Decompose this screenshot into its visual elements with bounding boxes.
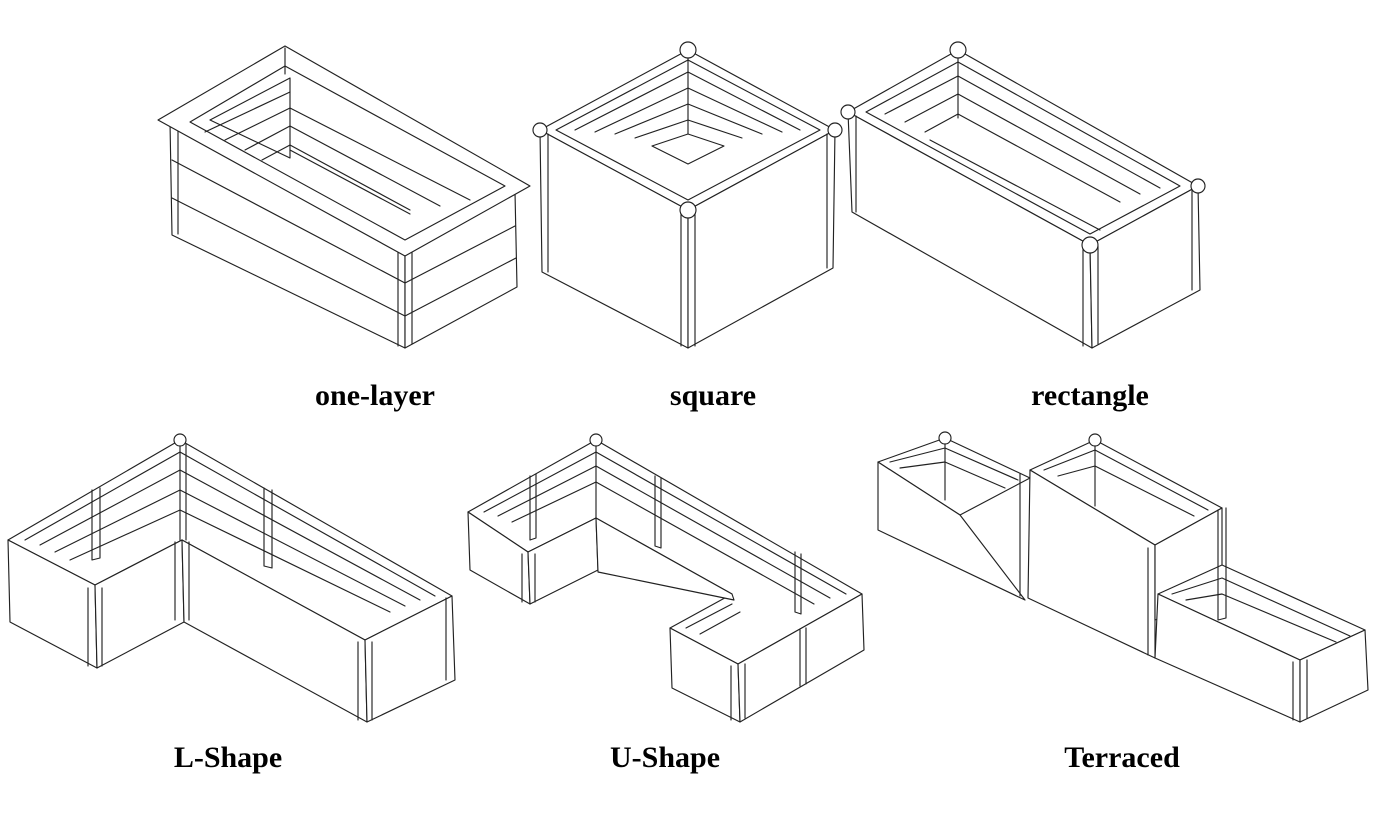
label-square: square <box>669 379 757 412</box>
l-shape-bed-drawing <box>7 433 456 723</box>
label-l-shape: L-Shape <box>173 741 283 774</box>
label-terraced: Terraced <box>1064 741 1180 774</box>
label-one-layer: one-layer <box>315 379 435 412</box>
label-rectangle: rectangle <box>1031 379 1149 412</box>
one-layer-bed-drawing <box>157 45 531 349</box>
rectangle-bed-drawing <box>840 41 1206 349</box>
square-bed-drawing <box>532 41 843 349</box>
u-shape-bed-drawing <box>467 433 865 723</box>
label-u-shape: U-Shape <box>609 741 721 774</box>
terraced-bed-drawing <box>877 431 1369 723</box>
